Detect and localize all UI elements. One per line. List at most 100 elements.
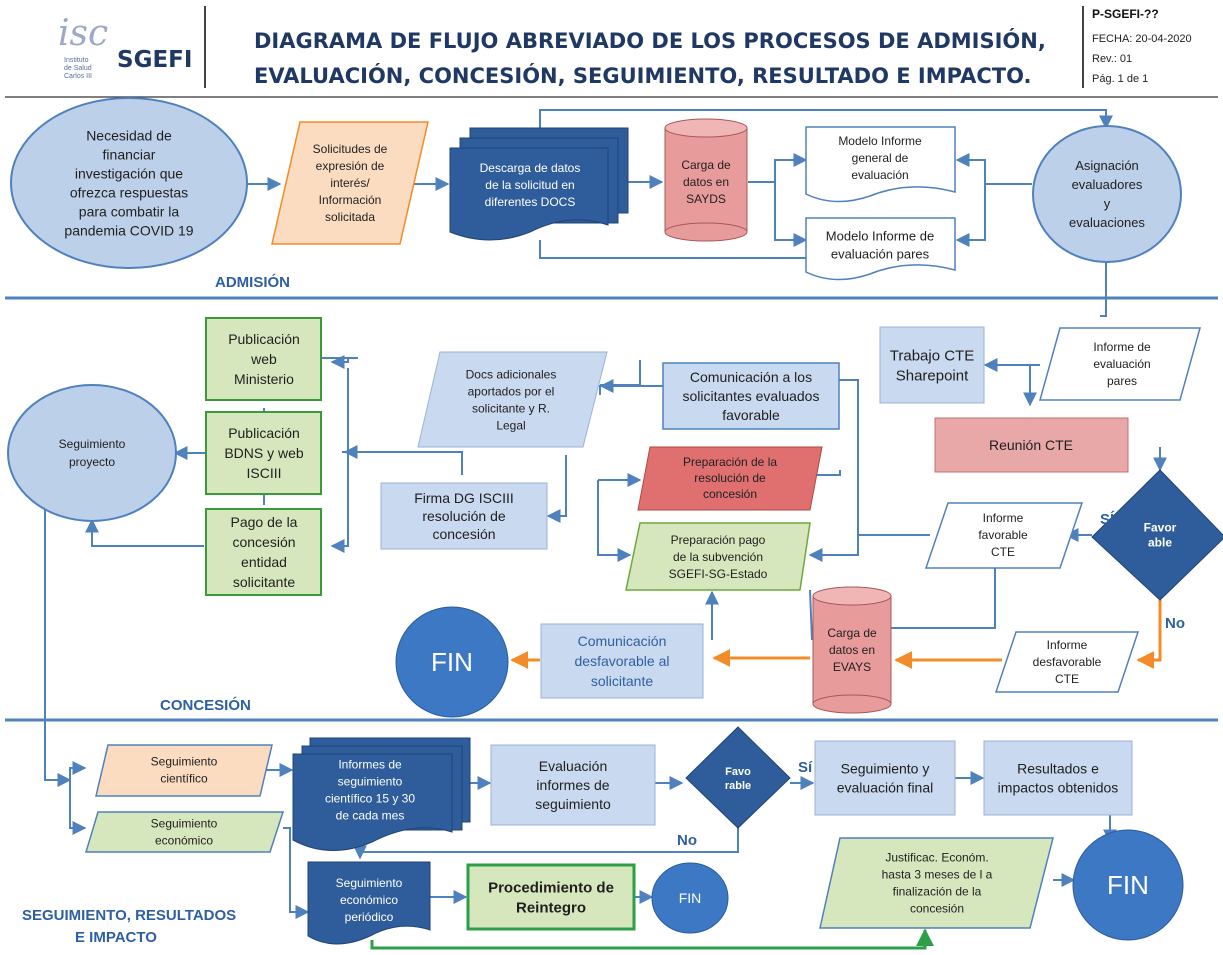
header-title-line-2: EVALUACIÓN, CONCESIÓN, SEGUIMIENTO, RESU… (254, 63, 1031, 88)
necesidad-oval (10, 97, 248, 269)
informe-desfavorable-line: desfavorable (1033, 655, 1102, 669)
favorable2-line: rable (725, 780, 751, 792)
solicitudes-line: Información (319, 193, 382, 207)
solicitudes-label: Solicitudes de expresión de interés/Inform… (313, 142, 388, 224)
firma-dg-line: resolución de (422, 508, 505, 524)
asignacion-line: evaluaciones (1069, 215, 1145, 230)
preparacion-resolucion-parallelogram (637, 446, 823, 511)
pago-concesion-line: solicitante (233, 574, 295, 590)
informe-pares-parallelogram (1039, 327, 1201, 401)
comunicacion-fav-line: favorable (722, 407, 780, 423)
reunion-cte-line: Reunión CTE (989, 437, 1073, 453)
favorable-diamond-1 (1091, 469, 1223, 601)
descarga-line: Descarga de datos (480, 161, 581, 175)
informes-seg-line: Informes de (338, 758, 402, 772)
sgefi-label: SGEFI (117, 47, 192, 73)
informe-favorable-line: favorable (978, 528, 1028, 542)
preparacion-pago-line: Preparación pago (671, 533, 766, 547)
asignacion-circle (1032, 125, 1182, 263)
modelo-general-line: evaluación (851, 168, 908, 182)
solicitudes-line: Solicitudes de (313, 142, 388, 156)
solicitudes-line: interés/ (330, 176, 370, 190)
orange-connectors (510, 600, 1162, 669)
no-label-1: No (1165, 615, 1185, 632)
pago-concesion-line: entidad (241, 554, 287, 570)
asignacion-line: y (1104, 196, 1111, 211)
modelo-general-line: Modelo Informe (838, 134, 922, 148)
seguimiento-proyecto-line: proyecto (69, 455, 115, 469)
carga-evays-line: datos en (829, 643, 875, 657)
doc-date: FECHA: 20-04-2020 (1092, 33, 1192, 45)
doc-revision: Rev.: 01 (1092, 53, 1132, 65)
resultados-box (983, 740, 1133, 816)
doc-code: P-SGEFI-?? (1092, 7, 1159, 21)
fin-label-2: FIN (1107, 870, 1149, 900)
fin-label-3: FIN (679, 890, 702, 906)
informe-desfavorable-parallelogram (994, 631, 1140, 693)
pub-bdns-line: ISCIII (246, 465, 281, 481)
asignacion-line: evaluadores (1072, 177, 1143, 192)
pago-concesion-line: concesión (232, 534, 295, 550)
preparacion-resolucion-line: concesión (703, 487, 757, 501)
comunicacion-desfav-line: desfavorable al (575, 653, 670, 669)
green-connector (370, 928, 934, 950)
preparacion-pago-line: SGEFI-SG-Estado (669, 567, 768, 581)
carga-saydes-line: SAYDS (686, 192, 726, 206)
informe-pares-line: pares (1107, 374, 1137, 388)
preparacion-pago-line: de la subvención (673, 550, 763, 564)
justificac-line: finalización de la (893, 885, 982, 899)
svg-text:Carlos III: Carlos III (64, 73, 92, 80)
descarga-multidoc (449, 127, 629, 241)
preparacion-resolucion-line: resolución de (694, 471, 766, 485)
isciii-logo: isc Instituto de Salud Carlos III (58, 13, 108, 80)
fin-circle-2 (1072, 829, 1184, 941)
informe-favorable-parallelogram (924, 502, 1084, 569)
preparacion-resolucion-line: Preparación de la (683, 455, 777, 469)
informe-favorable-line: CTE (991, 545, 1015, 559)
seg-economico-parallelogram (84, 811, 285, 853)
favorable2-line: Favo (725, 766, 751, 778)
svg-text:Instituto: Instituto (64, 57, 89, 64)
pub-bdns-box (205, 411, 322, 495)
comunicacion-fav-box (662, 362, 840, 430)
docs-adicionales-line: solicitante y R. (472, 402, 550, 416)
seg-evaluacion-final-box (814, 740, 956, 816)
justificac-parallelogram (819, 837, 1054, 929)
svg-text:isc: isc (58, 13, 108, 54)
seg-cientifico-line: Seguimiento (151, 755, 218, 769)
pago-concesion-box (205, 508, 322, 596)
section-admision: ADMISIÓN (215, 273, 290, 291)
modelo-pares-line: Modelo Informe de (826, 229, 934, 244)
seg-cientifico-label: Seguimiento científico (151, 755, 218, 786)
informe-desfavorable-line: CTE (1055, 672, 1079, 686)
trabajo-cte-line: Trabajo CTE (890, 347, 974, 364)
header-title-line-1: DIAGRAMA DE FLUJO ABREVIADO DE LOS PROCE… (254, 28, 1046, 53)
seg-cientifico-line: científico (160, 772, 208, 786)
docs-adicionales-line: Docs adicionales (466, 368, 557, 382)
carga-evays-line: EVAYS (833, 660, 871, 674)
favorable1-line: able (1148, 536, 1172, 550)
solicitudes-parallelogram (271, 121, 429, 245)
docs-adicionales-line: Legal (496, 419, 525, 433)
modelo-general-line: general de (852, 151, 909, 165)
section-seguimiento-line-1: SEGUIMIENTO, RESULTADOS (22, 907, 236, 924)
informe-pares-line: Informe de (1093, 340, 1151, 354)
pago-concesion-line: Pago de la (231, 514, 298, 530)
resultados-line: Resultados e (1017, 760, 1099, 776)
procedimiento-reintegro-box (466, 863, 636, 931)
solicitudes-line: expresión de (316, 159, 385, 173)
favorable1-line: Favor (1144, 521, 1177, 535)
pub-bdns-line: Publicación (228, 425, 300, 441)
preparacion-pago-parallelogram (625, 522, 811, 591)
